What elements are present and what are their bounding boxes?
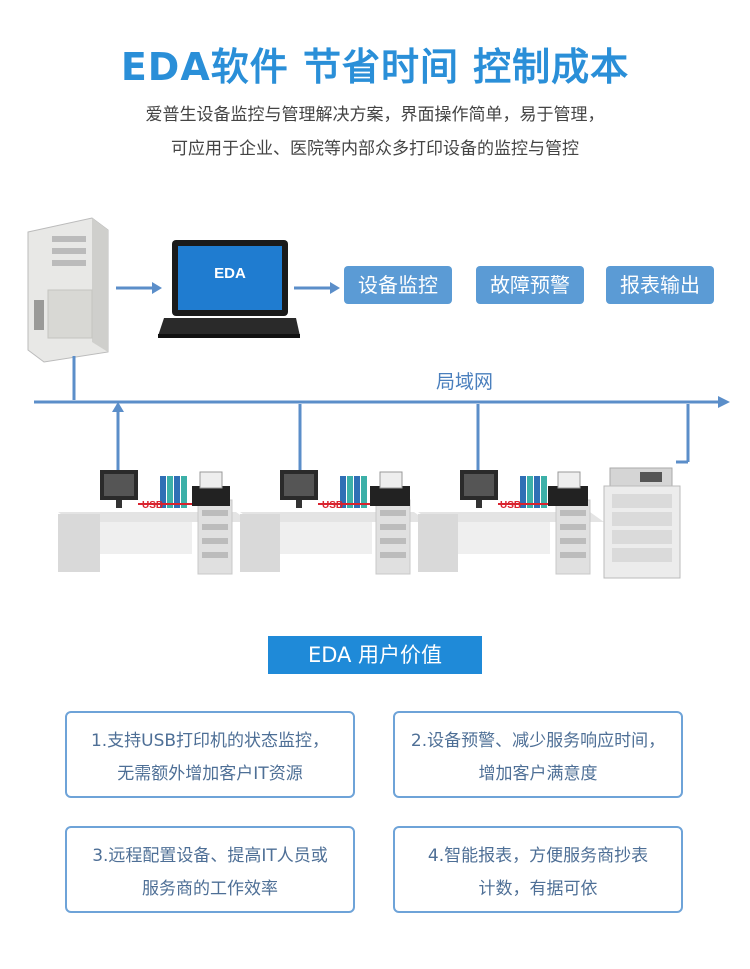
value-card-line: 无需额外增加客户IT资源 bbox=[117, 763, 303, 784]
server-icon bbox=[27, 217, 109, 363]
arrow-icon bbox=[116, 282, 162, 294]
value-card-line: 3.远程配置设备、提高IT人员或 bbox=[92, 845, 328, 866]
value-card-line: 4.智能报表，方便服务商抄表 bbox=[427, 845, 649, 866]
lan-label: 局域网 bbox=[436, 371, 494, 393]
value-card-line: 增加客户满意度 bbox=[478, 763, 598, 784]
usb-label: USB bbox=[322, 500, 343, 511]
workstation bbox=[58, 470, 250, 575]
page-title: EDA软件 节省时间 控制成本 bbox=[120, 45, 630, 89]
feature-report-output: 报表输出 bbox=[606, 266, 714, 304]
feature-fault-warning: 故障预警 bbox=[476, 266, 584, 304]
value-card-line: 2.设备预警、减少服务响应时间， bbox=[410, 730, 666, 751]
value-card: 2.设备预警、减少服务响应时间， 增加客户满意度 bbox=[393, 711, 683, 798]
laptop-label: EDA bbox=[214, 265, 246, 282]
feature-device-monitor: 设备监控 bbox=[344, 266, 452, 304]
workstation bbox=[418, 470, 604, 575]
usb-label: USB bbox=[500, 500, 521, 511]
value-card-line: 服务商的工作效率 bbox=[142, 878, 278, 899]
workstation bbox=[240, 470, 428, 575]
network-diagram: EDA USB USB USB bbox=[27, 217, 730, 579]
arrow-icon bbox=[294, 282, 340, 294]
copier-icon bbox=[603, 467, 681, 579]
value-section-title: EDA 用户价值 bbox=[268, 636, 482, 674]
value-card-line: 计数，有据可依 bbox=[478, 878, 598, 899]
value-card: 1.支持USB打印机的状态监控， 无需额外增加客户IT资源 bbox=[65, 711, 355, 798]
value-card: 3.远程配置设备、提高IT人员或 服务商的工作效率 bbox=[65, 826, 355, 913]
printer-icon bbox=[370, 486, 410, 506]
arrow-icon bbox=[718, 396, 730, 408]
subtitle-line-2: 可应用于企业、医院等内部众多打印设备的监控与管控 bbox=[171, 139, 579, 159]
usb-label: USB bbox=[142, 500, 163, 511]
subtitle-line-1: 爱普生设备监控与管理解决方案，界面操作简单，易于管理， bbox=[145, 105, 605, 125]
value-card-line: 1.支持USB打印机的状态监控， bbox=[90, 730, 330, 751]
value-card: 4.智能报表，方便服务商抄表 计数，有据可依 bbox=[393, 826, 683, 913]
laptop-icon bbox=[158, 240, 300, 338]
printer-icon bbox=[192, 486, 230, 506]
printer-icon bbox=[548, 486, 588, 506]
